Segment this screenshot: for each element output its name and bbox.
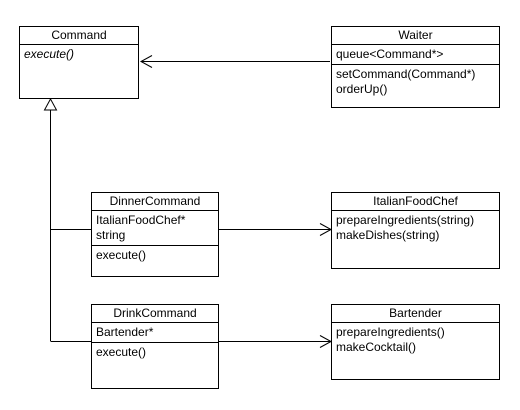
class-drinkcommand-attributes: Bartender* [92,323,218,343]
class-drinkcommand-operations: execute() [92,343,218,362]
class-italianfoodchef-operations: prepareIngredients(string) makeDishes(st… [332,211,499,245]
class-waiter: Waiter queue<Command*> setCommand(Comman… [331,26,500,108]
class-waiter-attributes: queue<Command*> [332,45,499,65]
arrowhead-open-waiter-command [139,55,153,68]
attribute-italianfoodchef-ptr: ItalianFoodChef* [96,213,186,227]
operation-prepareingredients: prepareIngredients() [336,325,445,339]
class-waiter-name: Waiter [332,27,499,45]
class-command: Command execute() [19,26,139,99]
operation-makedishes: makeDishes(string) [336,228,440,242]
class-command-operations: execute() [20,45,138,64]
attribute-string: string [96,228,126,242]
class-dinnercommand-operations: execute() [92,246,218,265]
class-italianfoodchef: ItalianFoodChef prepareIngredients(strin… [331,192,500,269]
class-dinnercommand-attributes: ItalianFoodChef* string [92,211,218,246]
operation-execute: execute() [96,345,147,359]
class-command-name: Command [20,27,138,45]
operation-prepareingredients: prepareIngredients(string) [336,213,475,227]
operation-orderup: orderUp() [336,82,388,96]
operation-execute: execute() [24,47,75,61]
class-italianfoodchef-name: ItalianFoodChef [332,193,499,211]
generalization-triangle [43,97,58,111]
operation-makecocktail: makeCocktail() [336,340,417,354]
operation-execute: execute() [96,248,147,262]
class-dinnercommand-name: DinnerCommand [92,193,218,211]
operation-setcommand: setCommand(Command*) [336,67,476,81]
class-drinkcommand-name: DrinkCommand [92,305,218,323]
class-waiter-operations: setCommand(Command*) orderUp() [332,65,499,99]
attribute-bartender-ptr: Bartender* [96,325,154,339]
class-bartender-name: Bartender [332,305,499,323]
attribute-queue: queue<Command*> [336,47,444,61]
class-dinnercommand: DinnerCommand ItalianFoodChef* string ex… [91,192,219,277]
class-bartender-operations: prepareIngredients() makeCocktail() [332,323,499,357]
class-bartender: Bartender prepareIngredients() makeCockt… [331,304,500,380]
class-drinkcommand: DrinkCommand Bartender* execute() [91,304,219,389]
